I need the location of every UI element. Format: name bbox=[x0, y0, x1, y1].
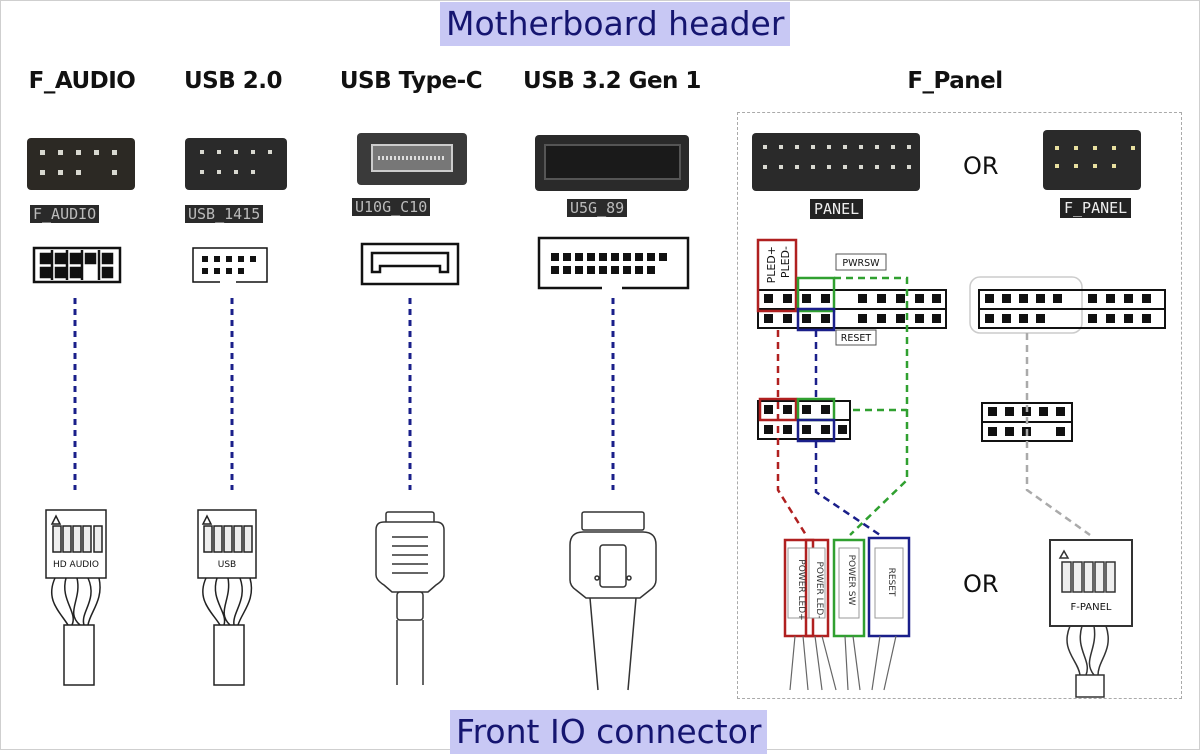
label-pled-minus: PLED- bbox=[779, 246, 792, 278]
schematic-usb32 bbox=[537, 236, 690, 290]
col-title-usb-c: USB Type-C bbox=[339, 68, 483, 94]
fpanel-dashed-box bbox=[737, 112, 1182, 699]
connector-usb-c bbox=[375, 511, 445, 685]
top-title: Motherboard header bbox=[440, 2, 791, 46]
label-pled-plus: PLED+ bbox=[765, 246, 778, 283]
pcb-pins-usb32 bbox=[544, 144, 681, 180]
pcb-photo-panel-left bbox=[752, 133, 920, 191]
pcb-pins-panel-left bbox=[763, 145, 911, 169]
highlight-pled bbox=[756, 238, 798, 313]
pcb-label-f-panel: F_PANEL bbox=[1060, 198, 1132, 218]
connector-reset bbox=[867, 536, 911, 638]
schematic-f-audio bbox=[32, 246, 122, 284]
col-title-f-audio: F_AUDIO bbox=[28, 68, 136, 94]
col-title-f-panel: F_Panel bbox=[907, 68, 1003, 94]
label-hd-audio: HD AUDIO bbox=[53, 560, 99, 570]
label-power-sw: POWER SW bbox=[846, 555, 856, 606]
label-usb: USB bbox=[218, 560, 236, 570]
pcb-photo-f-audio bbox=[27, 138, 135, 190]
label-f-panel-conn: F-PANEL bbox=[1071, 602, 1112, 613]
pcb-label-panel: PANEL bbox=[810, 199, 864, 219]
label-power-led-plus: POWER LED+ bbox=[796, 559, 806, 620]
connector-power-led-minus bbox=[804, 538, 830, 638]
reset-tag bbox=[835, 329, 877, 346]
pcb-label-usb2: USB_1415 bbox=[185, 205, 264, 223]
connector-f-panel bbox=[1049, 539, 1133, 698]
pcb-pins-usb-c bbox=[371, 144, 453, 172]
highlight-pwrsw bbox=[796, 276, 836, 313]
col-title-usb2: USB 2.0 bbox=[183, 68, 283, 94]
fpanel-wires bbox=[789, 635, 897, 691]
pcb-pins-f-audio bbox=[40, 150, 117, 175]
label-reset-conn: RESET bbox=[886, 568, 896, 597]
label-pwrsw: PWRSW bbox=[842, 258, 880, 269]
link-lines bbox=[73, 298, 615, 490]
connector-power-sw bbox=[832, 538, 866, 638]
label-reset: RESET bbox=[841, 333, 872, 344]
connector-hd-audio bbox=[45, 509, 107, 686]
schematic-fpanel-long bbox=[757, 289, 947, 329]
pcb-label-usb-c: U10G_C10 bbox=[352, 198, 431, 216]
schematic-usb-c bbox=[360, 242, 460, 286]
pcb-label-f-audio: F_AUDIO bbox=[30, 205, 100, 223]
schematic-fpanel-right bbox=[978, 289, 1166, 329]
pcb-photo-usb2 bbox=[185, 138, 287, 190]
pcb-pins-usb2 bbox=[200, 150, 272, 174]
fpanel-right-glow bbox=[969, 276, 1083, 334]
connector-usb32 bbox=[569, 511, 657, 691]
label-power-led-minus: POWER LED- bbox=[814, 561, 824, 618]
col-title-usb32: USB 3.2 Gen 1 bbox=[523, 68, 701, 94]
pcb-pins-panel-right bbox=[1055, 146, 1135, 168]
bottom-title: Front IO connector bbox=[450, 710, 768, 754]
or-label-bottom: OR bbox=[963, 570, 999, 598]
pwrsw-tag bbox=[835, 253, 887, 271]
or-label-top: OR bbox=[963, 152, 999, 180]
schematic-usb2 bbox=[192, 247, 268, 284]
pcb-photo-panel-right bbox=[1043, 130, 1141, 190]
connector-usb2 bbox=[197, 509, 257, 686]
pcb-label-usb32: U5G_89 bbox=[567, 199, 628, 217]
